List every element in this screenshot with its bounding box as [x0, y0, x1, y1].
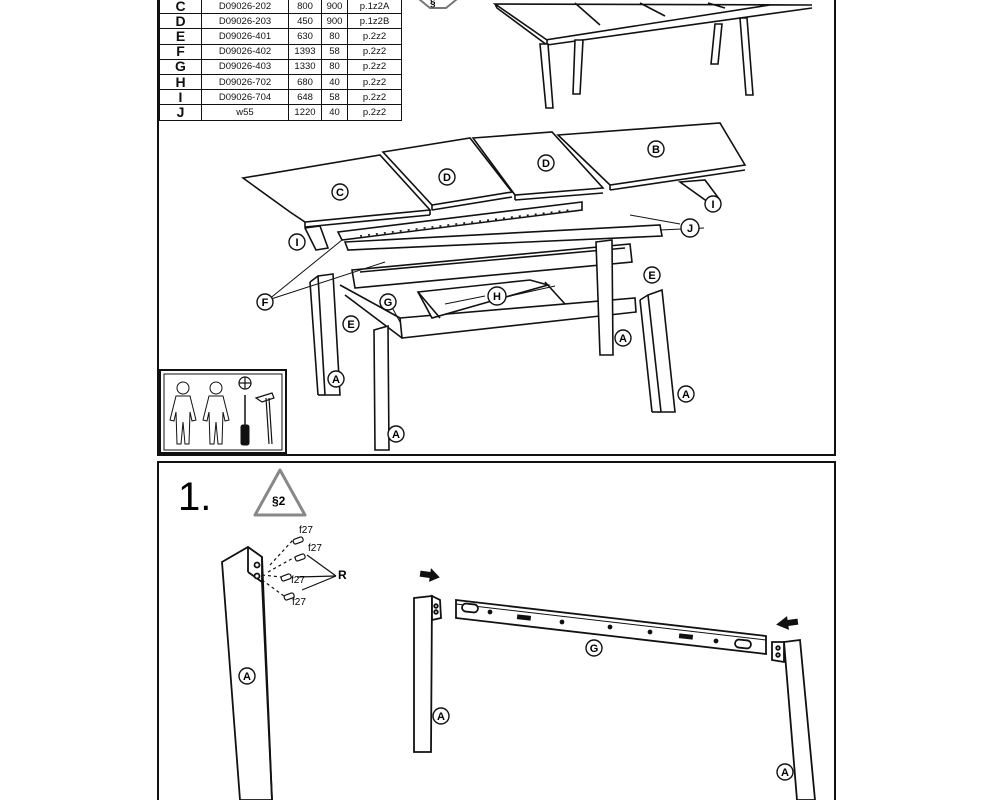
label-h: H	[493, 291, 501, 303]
frame-e-front	[399, 297, 637, 339]
leg-front-mid	[373, 324, 390, 451]
arrow-left-icon	[776, 616, 799, 630]
label-e-right: E	[648, 270, 655, 282]
label-d-right: D	[542, 158, 550, 170]
label-b: B	[652, 144, 660, 156]
rail-g	[455, 598, 767, 656]
label-i-right: I	[711, 199, 714, 211]
label-rail-g: G	[590, 643, 599, 655]
label-a-3: A	[682, 389, 690, 401]
parts-cell-ref: p.2z2	[347, 104, 402, 121]
rail-j-back	[343, 224, 663, 251]
label-j: J	[687, 223, 693, 235]
label-e-left: E	[347, 319, 354, 331]
requirements-box	[159, 369, 287, 454]
step-sign-text: §2	[272, 494, 286, 508]
dowel-fittings	[261, 536, 337, 601]
label-i-left: I	[295, 237, 298, 249]
arrow-right-icon	[419, 568, 440, 582]
person-icon	[202, 381, 230, 445]
support-i-left	[303, 225, 330, 251]
hammer-icon	[254, 392, 275, 445]
label-f: F	[262, 297, 269, 309]
frame-g-back	[351, 243, 633, 289]
top-sign-text: §	[430, 0, 436, 9]
label-leg-left: A	[243, 671, 251, 683]
parts-cell-key: J	[159, 104, 202, 121]
step1-frame	[157, 461, 836, 800]
label-leg-mid: A	[437, 711, 445, 723]
label-a-4: A	[392, 429, 400, 441]
label-c: C	[336, 187, 344, 199]
fitting-label: f27	[308, 543, 322, 554]
label-leg-right: A	[781, 767, 789, 779]
label-g: G	[384, 297, 393, 309]
rail-j-front	[336, 201, 583, 241]
leg-a-right	[771, 638, 816, 800]
assembled-table-thumbnail	[492, 2, 813, 109]
parts-cell-length: 1220	[288, 104, 322, 121]
leg-back-right	[595, 239, 614, 356]
label-d-left: D	[443, 172, 451, 184]
fitting-label: f27	[291, 575, 305, 586]
label-a-1: A	[619, 333, 627, 345]
step-warning-sign: §2	[253, 468, 307, 517]
top-warning-sign: §	[418, 0, 458, 9]
parts-cell-ref: p.1z2B	[347, 13, 402, 30]
exploded-overview	[240, 122, 747, 451]
leg-a-middle	[413, 594, 442, 753]
label-a-2: A	[332, 374, 340, 386]
overview-frame	[157, 0, 836, 456]
leg-front-left	[317, 273, 341, 396]
leg-right	[647, 288, 676, 413]
fitting-label: f27	[292, 597, 306, 608]
fitting-label: f27	[299, 525, 313, 536]
parts-cell-code: w55	[201, 104, 289, 121]
person-icon	[169, 381, 197, 445]
overview-labels: B C D D I I J E E F G H A A A A	[256, 140, 722, 443]
parts-cell-ref: p.2z2	[347, 73, 402, 91]
step-number: 1.	[178, 475, 211, 519]
r-label: R	[338, 568, 347, 582]
screwdriver-icon	[238, 376, 252, 446]
